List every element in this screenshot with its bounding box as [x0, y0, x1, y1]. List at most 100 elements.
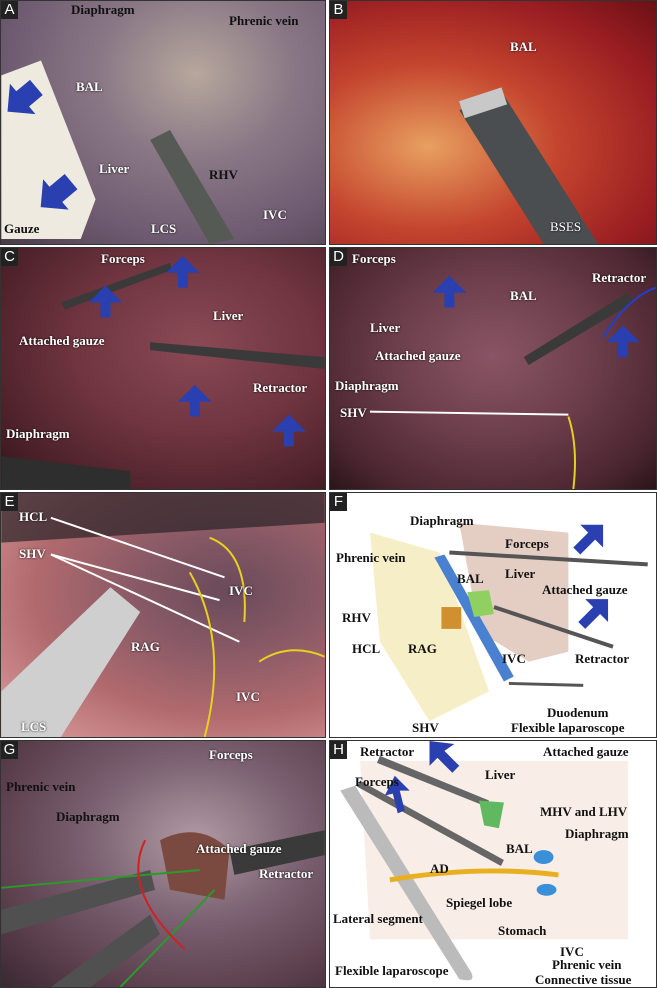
panel-a-photo: A Diaphragm Phrenic vein BAL Liver RHV I… [0, 0, 326, 245]
label-liver: Liver [99, 161, 130, 176]
label-phrenic-vein: Phrenic vein [229, 13, 299, 28]
blue-arrow-icon [606, 325, 640, 358]
panel-letter: C [1, 248, 18, 266]
label-ivc-2: IVC [236, 689, 260, 704]
label-forceps: Forceps [209, 747, 253, 762]
label-liver: Liver [370, 320, 401, 335]
panel-h-drawing [340, 741, 628, 981]
panel-letter: H [330, 741, 347, 759]
label-duodenum: Duodenum [547, 705, 609, 720]
label-lateral-segment: Lateral segment [333, 911, 423, 926]
label-diaphragm: Diaphragm [71, 2, 135, 17]
blue-arrow-icon [573, 524, 604, 555]
label-attached-gauze: Attached gauze [375, 348, 461, 363]
label-retractor: Retractor [592, 270, 647, 285]
panel-letter: F [330, 493, 347, 511]
label-lcs: LCS [21, 719, 47, 734]
label-attached-gauze: Attached gauze [196, 841, 282, 856]
label-ad: AD [430, 861, 449, 876]
label-phrenic-vein: Phrenic vein [552, 957, 622, 972]
label-phrenic-vein: Phrenic vein [336, 550, 406, 565]
label-shv: SHV [19, 546, 46, 561]
label-forceps: Forceps [352, 251, 396, 266]
label-forceps: Forceps [355, 774, 399, 789]
label-phrenic-vein: Phrenic vein [6, 779, 76, 794]
label-retractor: Retractor [360, 744, 415, 759]
label-retractor: Retractor [259, 866, 314, 881]
panel-a-overlay [1, 60, 235, 244]
label-retractor: Retractor [575, 651, 630, 666]
label-rag: RAG [131, 639, 160, 654]
label-rag: RAG [408, 641, 437, 656]
panel-d-photo: D Forceps Retractor BAL Liver Attached g… [329, 247, 657, 490]
blue-arrow-icon [578, 599, 609, 629]
panel-c-photo: C Forceps Liver Attached gauze Retractor… [0, 247, 326, 490]
label-connective-tissue: Connective tissue [535, 972, 632, 987]
label-diaphragm: Diaphragm [410, 513, 474, 528]
label-ivc: IVC [263, 207, 287, 222]
label-stomach: Stomach [498, 923, 547, 938]
panel-letter: G [1, 741, 18, 759]
label-diaphragm: Diaphragm [335, 378, 399, 393]
label-ivc: IVC [229, 583, 253, 598]
label-forceps: Forceps [101, 251, 145, 266]
blue-arrow-icon [88, 285, 123, 318]
label-mhv-and-lhv: MHV and LHV [540, 804, 628, 819]
label-bal: BAL [510, 288, 537, 303]
label-liver: Liver [485, 767, 516, 782]
panel-c-overlay [1, 255, 325, 489]
label-shv: SHV [412, 720, 439, 735]
label-ivc: IVC [502, 651, 526, 666]
blue-arrow-icon [272, 414, 306, 447]
label-diaphragm: Diaphragm [6, 426, 70, 441]
blue-arrow-icon [40, 174, 78, 210]
panel-d-overlay [370, 275, 656, 489]
panel-g-photo: G Forceps Phrenic vein Diaphragm Attache… [0, 740, 326, 988]
label-attached-gauze: Attached gauze [19, 333, 105, 348]
panel-e-overlay [1, 493, 325, 737]
panel-b-overlay [459, 87, 599, 244]
panel-b-photo: B BAL BSES [329, 0, 657, 245]
label-attached-gauze: Attached gauze [543, 744, 629, 759]
label-liver: Liver [505, 566, 536, 581]
panel-letter: D [330, 248, 347, 266]
label-bal: BAL [506, 841, 533, 856]
label-bal: BAL [457, 571, 484, 586]
label-flexible-laparoscope: Flexible laparoscope [335, 963, 449, 978]
panel-e-photo: E HCL SHV IVC RAG IVC LCS [0, 492, 326, 738]
blue-arrow-icon [7, 79, 43, 115]
panel-f-drawing [370, 522, 648, 722]
label-retractor: Retractor [253, 380, 308, 395]
blue-arrow-icon [177, 384, 212, 417]
instrument-shape [459, 95, 599, 244]
label-diaphragm: Diaphragm [565, 826, 629, 841]
label-bses: BSES [550, 219, 582, 234]
label-diaphragm: Diaphragm [56, 809, 120, 824]
panel-letter: E [1, 493, 18, 511]
label-forceps: Forceps [505, 536, 549, 551]
blue-arrow-icon [384, 775, 410, 814]
panel-f-illustration: F Diaphragm Forceps Phrenic vein BAL Liv… [329, 492, 657, 738]
label-rhv: RHV [342, 610, 371, 625]
label-lcs: LCS [151, 221, 177, 236]
blue-arrow-icon [432, 275, 467, 308]
blue-arrow-icon [165, 255, 200, 288]
panel-h-illustration: H Retractor Attached gauze Liver Forceps… [329, 740, 657, 988]
label-gauze: Gauze [4, 221, 40, 236]
label-attached-gauze: Attached gauze [542, 582, 628, 597]
label-flexible-laparoscope: Flexible laparoscope [511, 720, 625, 735]
panel-letter: A [1, 1, 18, 19]
panel-g-overlay [1, 830, 325, 987]
label-shv: SHV [340, 405, 367, 420]
label-bal: BAL [510, 39, 537, 54]
label-bal: BAL [76, 79, 103, 94]
blue-arrow-icon [429, 741, 460, 773]
label-rhv: RHV [209, 167, 238, 182]
label-hcl: HCL [19, 509, 48, 524]
label-spiegel-lobe: Spiegel lobe [446, 895, 513, 910]
panel-letter: B [330, 1, 347, 19]
instrument-shape [150, 129, 235, 244]
label-liver: Liver [213, 308, 244, 323]
label-ivc: IVC [560, 944, 584, 959]
label-hcl: HCL [352, 641, 381, 656]
